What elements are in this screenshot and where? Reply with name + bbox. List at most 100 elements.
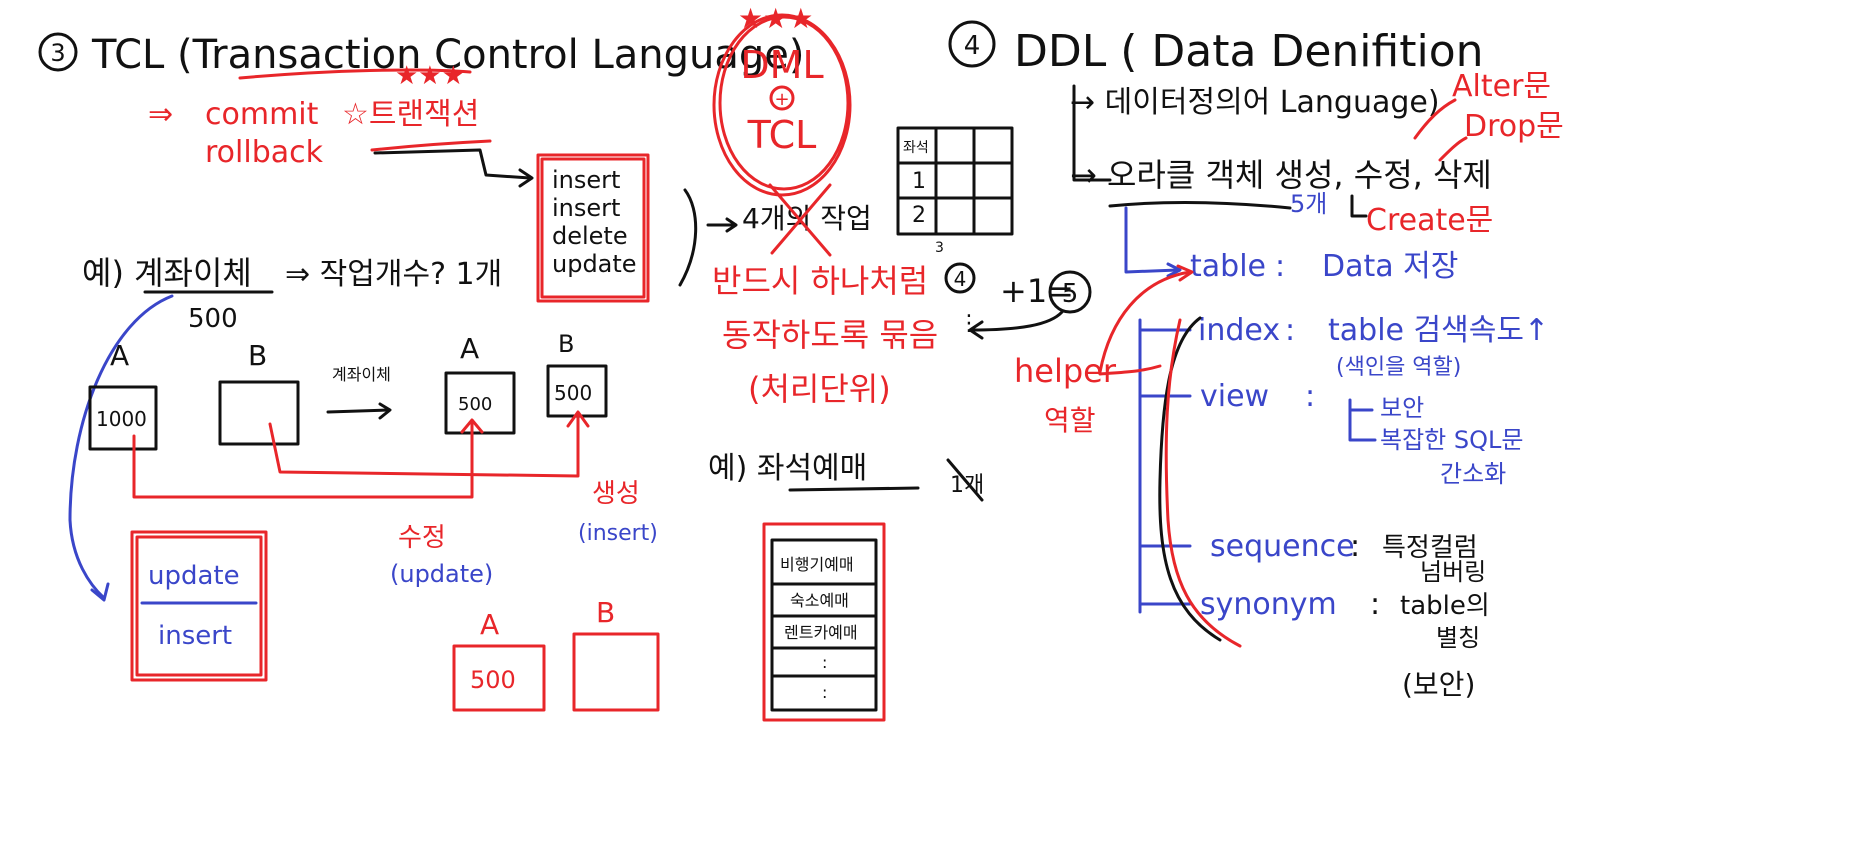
grid-note: 3 [935,240,944,256]
alter-label: Alter문 [1452,69,1551,104]
account-a-after-label: A [460,332,479,365]
dml-tcl-stars: ★★★ [738,2,813,35]
role-label: 역할 [1044,404,1096,437]
grid-header: 좌석 [903,140,929,156]
tree-branch-table [1124,206,1180,274]
account-b-after-label: B [558,330,574,358]
ddl-title: DDL ( Data Denifition [1014,26,1484,77]
tcl-section: 3 TCL (Transaction Control Language) ★★★… [38,32,1092,722]
update-insert-box-inner [135,535,263,677]
view-bracket [1348,398,1377,442]
op-delete: delete [552,222,628,250]
ddl-branch-line [1072,84,1112,182]
must-one-label: 반드시 하나처럼 [712,262,928,300]
helper-bracket [1158,316,1222,642]
grid-row-1: 1 [912,169,926,194]
modify-label: 수정 [398,523,446,553]
obj-index-name: index [1198,313,1280,348]
modify-en-label: (update) [390,560,493,588]
unit-label: (처리단위) [748,370,891,408]
plus-label: + [774,89,789,110]
example-question: ⇒ 작업개수? 1개 [285,257,502,292]
tcl-title-underline [238,68,472,80]
five-arrow [970,310,1064,332]
obj-table-desc: Data 저장 [1322,249,1458,284]
ddl-number-circle [948,20,996,68]
five-circle [1048,270,1092,314]
colon-icon: : [1350,529,1360,564]
dml-tcl-circle [712,13,852,197]
obj-table-name: table [1190,249,1266,284]
view-note-complex: 복잡한 SQL문 [1380,426,1523,454]
view-note-simplify: 간소화 [1440,460,1506,488]
tcl-number: 3 [50,39,65,67]
obj-index-desc: table 검색속도↑ [1328,313,1549,348]
result-a-value: 500 [470,666,516,694]
reserve-count: 1개 [950,473,984,498]
insert-en-label: (insert) [578,521,658,546]
result-b-label: B [596,596,615,629]
drop-label: Drop문 [1464,109,1564,144]
colon-icon: : [1370,587,1380,622]
plus-circle [769,85,795,111]
ddl-desc: → 데이터정의어 Language) [1070,85,1440,120]
colon-icon: : [1275,249,1285,284]
blue-curve-arrow [68,294,174,600]
four-circle-text: 4 [954,267,967,291]
four-circle [944,262,976,294]
ddl-number: 4 [964,31,981,61]
account-a-after-value: 500 [458,394,492,415]
reserve-row-car: 렌트카예매 [784,623,858,642]
reserve-underline [788,486,920,492]
example-amount: 500 [188,304,238,334]
account-b-box [218,380,300,446]
reserve-list-box [770,538,878,712]
reserve-count-strike [946,458,984,502]
arrow-icon: ⇒ [148,97,173,132]
transfer-arrow [326,408,390,414]
reserve-label: 예) 좌석예매 [708,451,867,486]
oracle-underline [1108,200,1292,210]
account-a-label: A [110,339,129,372]
account-b-after-value: 500 [554,381,592,405]
plus-one-label: +1= [1000,272,1074,310]
dml-label: DML [740,43,823,87]
insert-ko-label: 생성 [592,479,640,509]
sequence-note: 넘버링 [1420,558,1486,586]
synonym-note-alias: 별칭 [1436,624,1480,652]
create-link [1350,194,1368,218]
tree-branch-table-head [1166,262,1182,278]
tcl-ops-box-inner [540,157,646,299]
op-insert-2: insert [552,194,620,222]
helper-arrow-table [1098,270,1192,374]
reserve-row-dots-1: : [822,653,827,672]
commit-label: commit [205,97,319,132]
synonym-note-security: (보안) [1402,668,1475,701]
right-arrow-head [725,217,738,233]
grid-row-2: 2 [912,203,926,228]
drop-link [1438,136,1468,162]
account-a-after-box [444,371,516,435]
update-insert-box [130,530,268,682]
result-a-label: A [480,608,499,641]
red-link-a-head [460,418,484,434]
red-link-b-head [566,410,590,428]
colon-icon: : [1285,313,1295,348]
tcl-ops-box [536,153,650,303]
obj-view-name: view [1200,379,1269,414]
helper-red-bracket [1164,318,1242,648]
colon-icon: : [1305,379,1315,414]
reserve-row-hotel: 숙소예매 [790,591,849,610]
dml-tcl-circle-inner [718,15,850,191]
ddl-section: 4 DDL ( Data Denifition → 데이터정의어 Languag… [948,20,1564,701]
reserve-row-flight: 비행기예매 [780,555,854,574]
blue-curve-arrow-head [90,582,110,602]
box-update-label: update [148,561,240,591]
ddl-oracle: → 오라클 객체 생성, 수정, 삭제 [1070,156,1492,194]
example-transfer-label: 예) 계좌이체 [82,254,252,292]
red-link-b [268,412,580,478]
dots-icon: ⋮ [958,311,980,336]
tcl-label: TCL [747,113,817,157]
rollback-label: rollback [205,135,324,170]
